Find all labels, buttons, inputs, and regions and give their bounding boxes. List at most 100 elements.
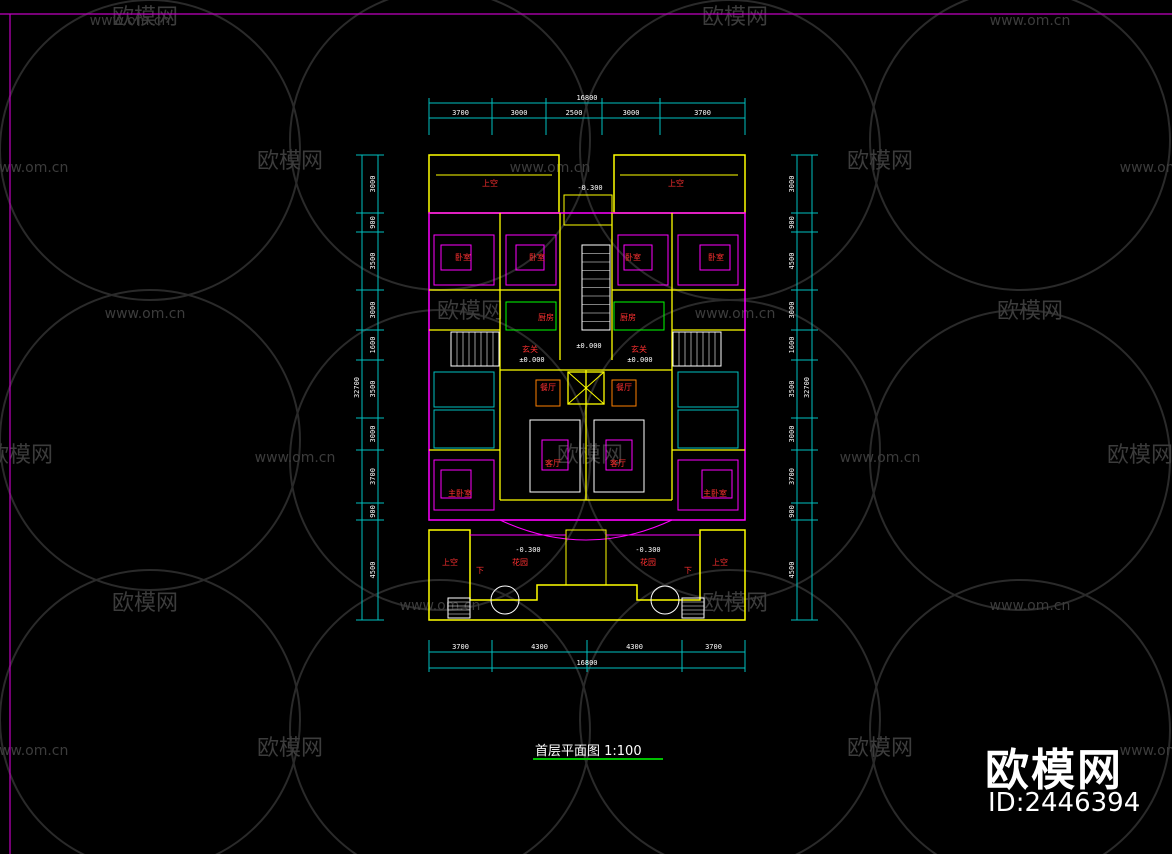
dim-right-segment: 900 [788,505,796,518]
watermark-circle [0,569,301,854]
watermark-site: www.om.cn [0,743,68,759]
entry-porch [563,194,613,226]
bed-furniture [699,244,731,271]
dining-table [611,379,637,407]
bed-furniture [701,469,733,499]
room-label: 客厅 [610,458,626,468]
watermark-circle [289,0,591,291]
room-label: 花园 [512,557,528,567]
kitchen-counter [505,301,557,331]
watermark-circle [0,0,301,301]
watermark-brand: 欧模网 [112,5,178,30]
watermark-brand: 欧模网 [847,149,913,174]
bedroom-outline [433,234,495,286]
dim-left-segment: 900 [369,216,377,229]
bathroom [677,371,739,408]
watermark-site: www.om.cn [990,13,1071,29]
master-bedroom-outline [433,459,495,511]
room-label: 厨房 [620,312,636,322]
dim-bottom-segment: 4300 [626,643,643,651]
dim-top-segment: 3000 [511,109,528,117]
level-marker: ±0.000 [576,342,601,350]
garden-steps [681,597,705,619]
dim-left-segment: 3000 [369,426,377,443]
bed-furniture [515,244,545,271]
dim-left-segment: 900 [369,505,377,518]
dim-left-total: 32700 [353,377,361,398]
dim-bottom-total: 16800 [576,659,597,667]
watermark-site: www.om.cn [695,306,776,322]
bed-furniture [440,469,472,499]
plan-title: 首层平面图 1:100 [535,744,642,759]
watermark-brand: 欧模网 [112,591,178,616]
level-marker: -0.300 [635,546,660,554]
dining-table [535,379,561,407]
dim-bottom-segment: 4300 [531,643,548,651]
room-label: 卧室 [529,252,545,262]
room-label: 玄关 [522,344,538,354]
bedroom-outline [677,234,739,286]
room-label: 卧室 [455,252,471,262]
bedroom-outline [505,234,557,286]
master-bedroom-outline [677,459,739,511]
room-label: 花园 [640,557,656,567]
watermark-circle [869,579,1171,854]
bed-furniture [440,244,472,271]
watermark-site: www.om.cn [0,160,68,176]
level-marker: -0.300 [577,184,602,192]
terrace-arc [499,519,673,541]
watermark-site: www.om.cn [105,306,186,322]
dim-left-segment: 3000 [369,176,377,193]
dim-top-segment: 3000 [623,109,640,117]
room-label: 客厅 [545,458,561,468]
watermark-brand: 欧模网 [1107,443,1172,468]
garden-tree [650,585,680,615]
bathroom [433,371,495,408]
room-label: 上空 [668,178,684,188]
dim-right-total: 32700 [803,377,811,398]
bathroom [677,409,739,449]
room-label: 下 [476,566,484,575]
watermark-site: www.om.cn [510,160,591,176]
watermark-circle [869,0,1171,291]
watermark-circle [289,309,591,611]
level-marker: ±0.000 [627,356,652,364]
watermark-brand: 欧模网 [257,736,323,761]
dim-right-segment: 900 [788,216,796,229]
dim-right-segment: 3700 [788,468,796,485]
dim-top-segment: 3700 [452,109,469,117]
dim-right-segment: 1600 [788,337,796,354]
dim-top-segment: 2500 [566,109,583,117]
watermark-brand: 欧模网 [437,299,503,324]
room-label: 卧室 [708,252,724,262]
elevator-shaft [567,371,605,405]
level-marker: ±0.000 [519,356,544,364]
watermark-site: www.om.cn [90,13,171,29]
room-label: 上空 [712,557,728,567]
brand-id: ID:2446394 [988,788,1141,818]
dim-bottom-segment: 3700 [705,643,722,651]
dim-left-segment: 3500 [369,381,377,398]
watermark-site: www.om.cn [840,450,921,466]
watermark-circle [289,579,591,854]
watermark-brand: 欧模网 [702,591,768,616]
watermark-circle [869,309,1171,611]
sofa-set [593,419,645,493]
dim-right-segment: 3000 [788,302,796,319]
room-label: 下 [684,566,692,575]
watermark-brand: 欧模网 [702,5,768,30]
room-label: 玄关 [631,344,647,354]
dim-right-segment: 4500 [788,253,796,270]
watermark-circle [0,289,301,591]
dim-right-segment: 3500 [788,381,796,398]
bed-furniture [623,244,653,271]
level-marker: -0.300 [515,546,540,554]
room-label: 上空 [442,557,458,567]
sofa-set [529,419,581,493]
garden-steps [447,597,471,619]
bathroom [433,409,495,449]
dim-left-segment: 1600 [369,337,377,354]
watermark-site: www.om.cn [1120,743,1172,759]
